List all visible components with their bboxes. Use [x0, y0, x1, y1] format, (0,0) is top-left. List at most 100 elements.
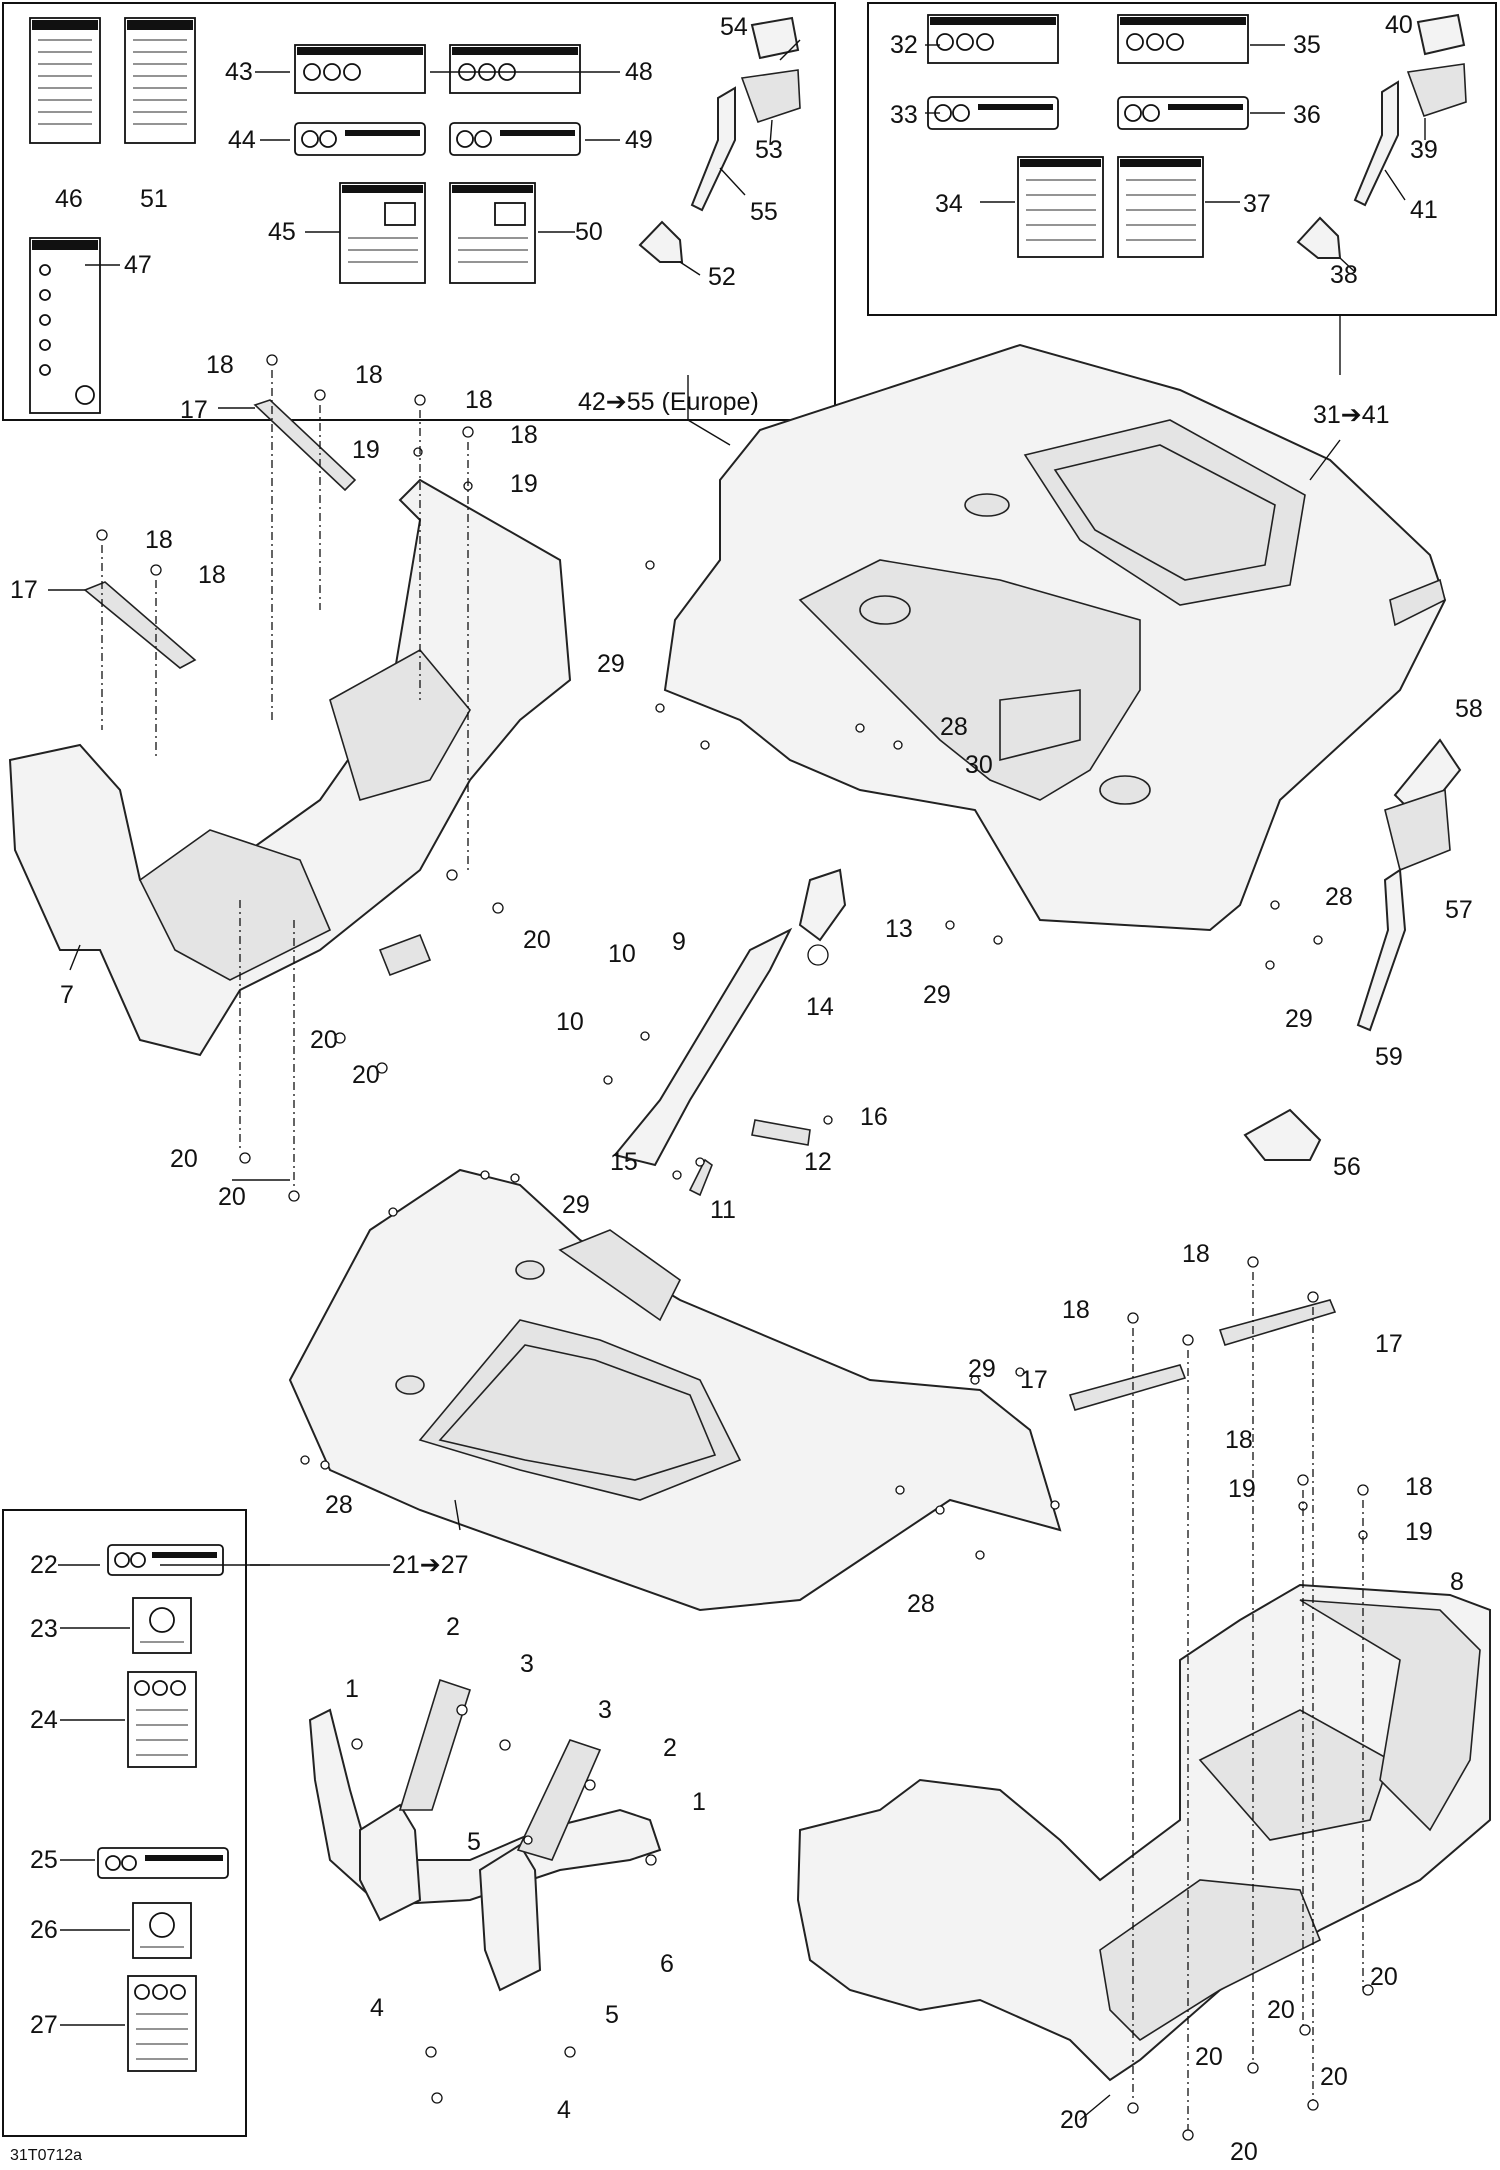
footrest-17-right-1 — [1218, 1299, 1337, 1346]
reflector-base-38 — [1296, 216, 1342, 259]
callout-18: 18 — [355, 361, 383, 389]
bumper-tube-left — [398, 1678, 472, 1811]
callout-18: 18 — [465, 386, 493, 414]
callout-18: 18 — [198, 561, 226, 589]
right-footwell — [796, 1583, 1491, 2082]
callout-27: 27 — [30, 2011, 58, 2039]
bracket-11 — [688, 1158, 713, 1197]
reflector-bracket-55 — [690, 86, 736, 212]
callout-44: 44 — [228, 126, 256, 154]
callout-1: 1 — [692, 1788, 706, 1816]
callout-19: 19 — [1228, 1475, 1256, 1503]
callout-19: 19 — [1405, 1518, 1433, 1546]
callout-43: 43 — [225, 58, 253, 86]
callout-30: 30 — [965, 751, 993, 779]
leader-lines — [48, 39, 1426, 2121]
callout-29: 29 — [923, 981, 951, 1009]
callout-29: 29 — [968, 1355, 996, 1383]
callout-28: 28 — [940, 713, 968, 741]
callout-29: 29 — [1285, 1005, 1313, 1033]
callout-4: 4 — [557, 2096, 571, 2124]
reflector-bracket-59 — [1356, 868, 1407, 1032]
callout-20: 20 — [1320, 2063, 1348, 2091]
bracket-9 — [613, 927, 793, 1167]
callout-20: 20 — [1195, 2043, 1223, 2071]
bracket-12 — [751, 1119, 811, 1146]
callout-34: 34 — [935, 190, 963, 218]
callout-58: 58 — [1455, 695, 1483, 723]
decal-33 — [927, 96, 1059, 130]
callout-52: 52 — [708, 263, 736, 291]
callout-29: 29 — [562, 1191, 590, 1219]
callout-17: 17 — [1375, 1330, 1403, 1358]
callout-19: 19 — [352, 436, 380, 464]
decal-37 — [1117, 156, 1204, 258]
callout-3: 3 — [520, 1650, 534, 1678]
callout-19: 19 — [510, 470, 538, 498]
callout-4: 4 — [370, 1994, 384, 2022]
callout-54: 54 — [720, 13, 748, 41]
callout-37: 37 — [1243, 190, 1271, 218]
callout-20: 20 — [1230, 2138, 1258, 2166]
callout-40: 40 — [1385, 11, 1413, 39]
callout-29: 29 — [597, 650, 625, 678]
reflector-base-52 — [638, 220, 684, 263]
callout-24: 24 — [30, 1706, 58, 1734]
callout-25: 25 — [30, 1846, 58, 1874]
decal-24 — [127, 1671, 197, 1768]
callout-22: 22 — [30, 1551, 58, 1579]
callout-38: 38 — [1330, 261, 1358, 289]
callout-31-41: 31➔41 — [1313, 401, 1390, 429]
cover-30 — [999, 689, 1081, 762]
callout-42-55: 42➔55 (Europe) — [578, 388, 759, 416]
callout-20: 20 — [170, 1145, 198, 1173]
reflector-39 — [1406, 63, 1467, 118]
callout-9: 9 — [672, 928, 686, 956]
callout-23: 23 — [30, 1615, 58, 1643]
callout-28: 28 — [1325, 883, 1353, 911]
callout-2: 2 — [446, 1613, 460, 1641]
callout-18: 18 — [1062, 1296, 1090, 1324]
callout-20: 20 — [310, 1026, 338, 1054]
assembly-lines — [101, 370, 1364, 2130]
callout-56: 56 — [1333, 1153, 1361, 1181]
footrest-17-upper — [253, 399, 357, 492]
decal-kit-box-21-27 — [2, 1509, 247, 2137]
callout-13: 13 — [885, 915, 913, 943]
callout-20: 20 — [1267, 1996, 1295, 2024]
fasteners — [96, 354, 1374, 2141]
footrest-17-right-2 — [1068, 1364, 1187, 1411]
decal-50 — [449, 182, 536, 284]
callout-7: 7 — [60, 981, 74, 1009]
footrest-17-lower — [83, 581, 197, 669]
callout-46: 46 — [55, 185, 83, 213]
callout-1: 1 — [345, 1675, 359, 1703]
decal-46 — [29, 17, 101, 144]
diagram-code: 31T0712a — [10, 2147, 82, 2164]
callout-49: 49 — [625, 126, 653, 154]
reflector-53 — [740, 69, 801, 124]
callout-18: 18 — [510, 421, 538, 449]
callout-20: 20 — [1370, 1963, 1398, 1991]
decal-34 — [1017, 156, 1104, 258]
decal-23 — [132, 1597, 192, 1654]
callout-16: 16 — [860, 1103, 888, 1131]
callout-55: 55 — [750, 198, 778, 226]
decal-43 — [294, 44, 426, 94]
callout-2: 2 — [663, 1734, 677, 1762]
callout-11: 11 — [710, 1196, 736, 1224]
callout-5: 5 — [467, 1828, 481, 1856]
callout-53: 53 — [755, 136, 783, 164]
decal-25 — [97, 1847, 229, 1879]
callout-17: 17 — [1020, 1366, 1048, 1394]
callout-32: 32 — [890, 31, 918, 59]
front-body-panel — [288, 1168, 1062, 1612]
callout-12: 12 — [804, 1148, 832, 1176]
washer-14 — [807, 944, 829, 966]
decal-kit-box-31-41 — [867, 2, 1497, 316]
callout-59: 59 — [1375, 1043, 1403, 1071]
decal-35 — [1117, 14, 1249, 64]
decal-45 — [339, 182, 426, 284]
callout-47: 47 — [124, 251, 152, 279]
